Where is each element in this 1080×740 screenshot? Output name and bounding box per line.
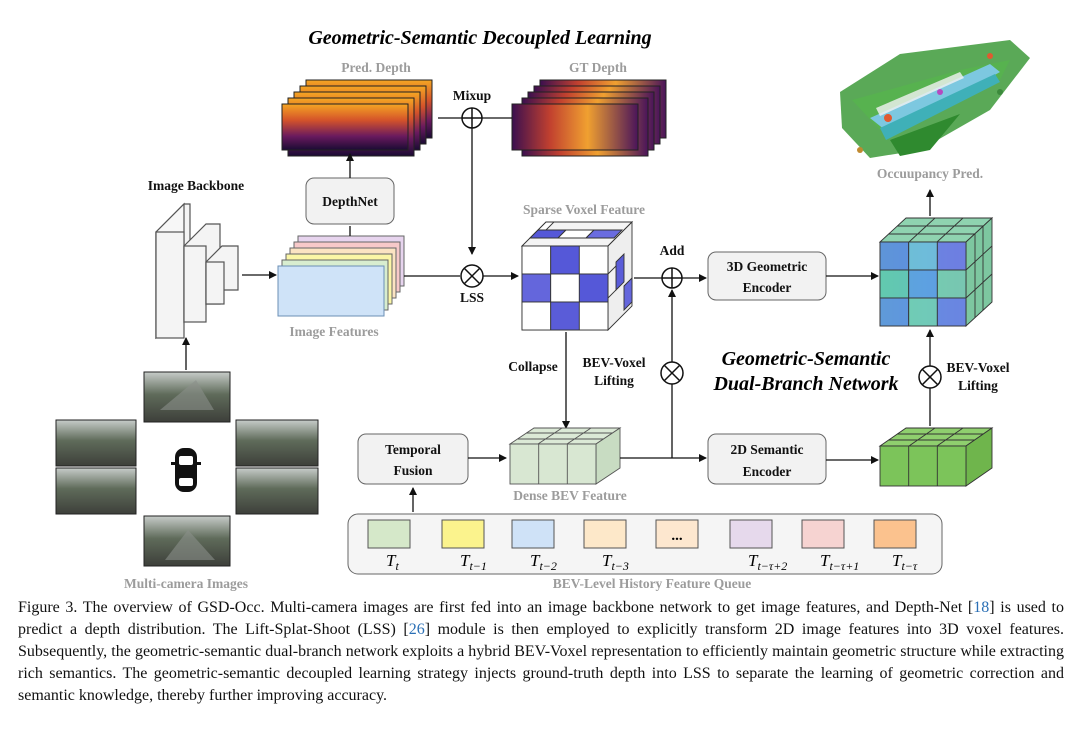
image-backbone-block	[155, 202, 239, 340]
geometric-encoder-line2: Encoder	[743, 280, 792, 295]
semantic-bev-block	[878, 427, 994, 487]
camera-images	[55, 371, 319, 567]
queue-label-sub-3: t−3	[611, 559, 628, 573]
queue-feature-2	[511, 519, 555, 549]
geometric-encoder-line1: 3D Geometric	[727, 259, 808, 274]
pred-depth-label: Pred. Depth	[341, 60, 411, 75]
dense-bev-feature-block	[508, 427, 622, 485]
figure-title: Geometric-Semantic Decoupled Learning	[308, 27, 651, 49]
queue-label-base-5: T	[748, 551, 759, 570]
queue-label-4: ...	[671, 528, 683, 544]
queue-feature-5	[729, 519, 773, 549]
queue-label-sub-7: t−τ	[901, 559, 917, 573]
car-icon	[171, 448, 201, 492]
overview-figure: Geometric-Semantic Decoupled Learning Pr…	[55, 27, 1030, 591]
queue-label-1: Tt−1	[460, 551, 487, 573]
queue-label-6: Tt−τ+1	[820, 551, 859, 573]
caption-ref-18[interactable]: 18	[973, 599, 990, 616]
queue-label-base-2: T	[530, 551, 541, 570]
queue-label-base-3: T	[602, 551, 613, 570]
bev-voxel-lifting-mid-line1: BEV-Voxel	[582, 355, 645, 370]
lss-label: LSS	[460, 290, 484, 305]
occupancy-pred-label: Occuupancy Pred.	[877, 166, 983, 181]
mixup-plus-icon	[461, 107, 483, 129]
queue-label-sub-0: t	[395, 559, 399, 573]
queue-label-sub-5: t−τ+2	[757, 559, 787, 573]
gt-depth-label: GT Depth	[569, 60, 627, 75]
queue-feature-4	[655, 519, 699, 549]
queue-label-2: Tt−2	[530, 551, 557, 573]
semantic-encoder-box	[707, 433, 827, 485]
bev-voxel-lifting-mid-line2: Lifting	[594, 373, 634, 388]
pred-depth-stack	[281, 79, 433, 157]
semantic-encoder-line1: 2D Semantic	[730, 442, 803, 457]
right-lifting-times-icon	[918, 365, 942, 389]
queue-label-sub-6: t−τ+1	[829, 559, 859, 573]
image-features-stack	[277, 235, 405, 317]
occupancy-prediction-image	[840, 40, 1030, 158]
sparse-voxel-cube	[520, 220, 634, 332]
caption-part-2: ] is used to predict a depth distributio…	[18, 599, 1064, 638]
dual-branch-line1: Geometric-Semantic	[722, 348, 891, 370]
queue-feature-1	[441, 519, 485, 549]
queue-feature-7	[873, 519, 917, 549]
caption-part-3: ] module is then employed to explicitly …	[18, 621, 1065, 704]
mixup-label: Mixup	[453, 88, 491, 103]
add-label: Add	[660, 243, 685, 258]
sparse-voxel-label: Sparse Voxel Feature	[523, 202, 645, 217]
queue-feature-6	[801, 519, 845, 549]
figure-caption: Figure 3. The overview of GSD-Occ. Multi…	[18, 597, 1064, 707]
queue-label-base-6: T	[820, 551, 831, 570]
queue-feature-0	[367, 519, 411, 549]
mid-lifting-times-icon	[660, 361, 684, 385]
dual-branch-line2: Dual-Branch Network	[712, 373, 898, 395]
occupancy-voxel-cube	[878, 216, 994, 328]
history-queue-label: BEV-Level History Feature Queue	[553, 576, 752, 591]
bev-voxel-lifting-right-line2: Lifting	[958, 378, 998, 393]
queue-label-sub-2: t−2	[539, 559, 556, 573]
queue-label-base-0: T	[386, 551, 397, 570]
dense-bev-feature-label: Dense BEV Feature	[513, 488, 627, 503]
caption-ref-26[interactable]: 26	[408, 621, 425, 638]
semantic-encoder-line2: Encoder	[743, 464, 792, 479]
bev-voxel-lifting-right-line1: BEV-Voxel	[946, 360, 1009, 375]
queue-label-7: Tt−τ	[892, 551, 918, 573]
collapse-label: Collapse	[508, 359, 558, 374]
temporal-fusion-line2: Fusion	[393, 463, 433, 478]
gt-depth-stack	[511, 79, 667, 157]
history-queue-box	[347, 513, 943, 575]
queue-label-5: Tt−τ+2	[748, 551, 787, 573]
image-backbone-label: Image Backbone	[148, 178, 244, 193]
temporal-fusion-line1: Temporal	[385, 442, 441, 457]
add-plus-icon	[661, 267, 683, 289]
queue-feature-3	[583, 519, 627, 549]
image-features-label: Image Features	[289, 324, 378, 339]
queue-label-base-1: T	[460, 551, 471, 570]
multi-camera-label: Multi-camera Images	[124, 576, 248, 591]
queue-label-sub-1: t−1	[469, 559, 486, 573]
queue-label-base-7: T	[892, 551, 903, 570]
queue-label-0: Tt	[386, 551, 399, 573]
temporal-fusion-box	[357, 433, 469, 485]
caption-part-1: Figure 3. The overview of GSD-Occ. Multi…	[18, 599, 974, 616]
lss-times-icon	[460, 264, 484, 288]
queue-label-3: Tt−3	[602, 551, 629, 573]
depthnet-label: DepthNet	[322, 194, 378, 209]
